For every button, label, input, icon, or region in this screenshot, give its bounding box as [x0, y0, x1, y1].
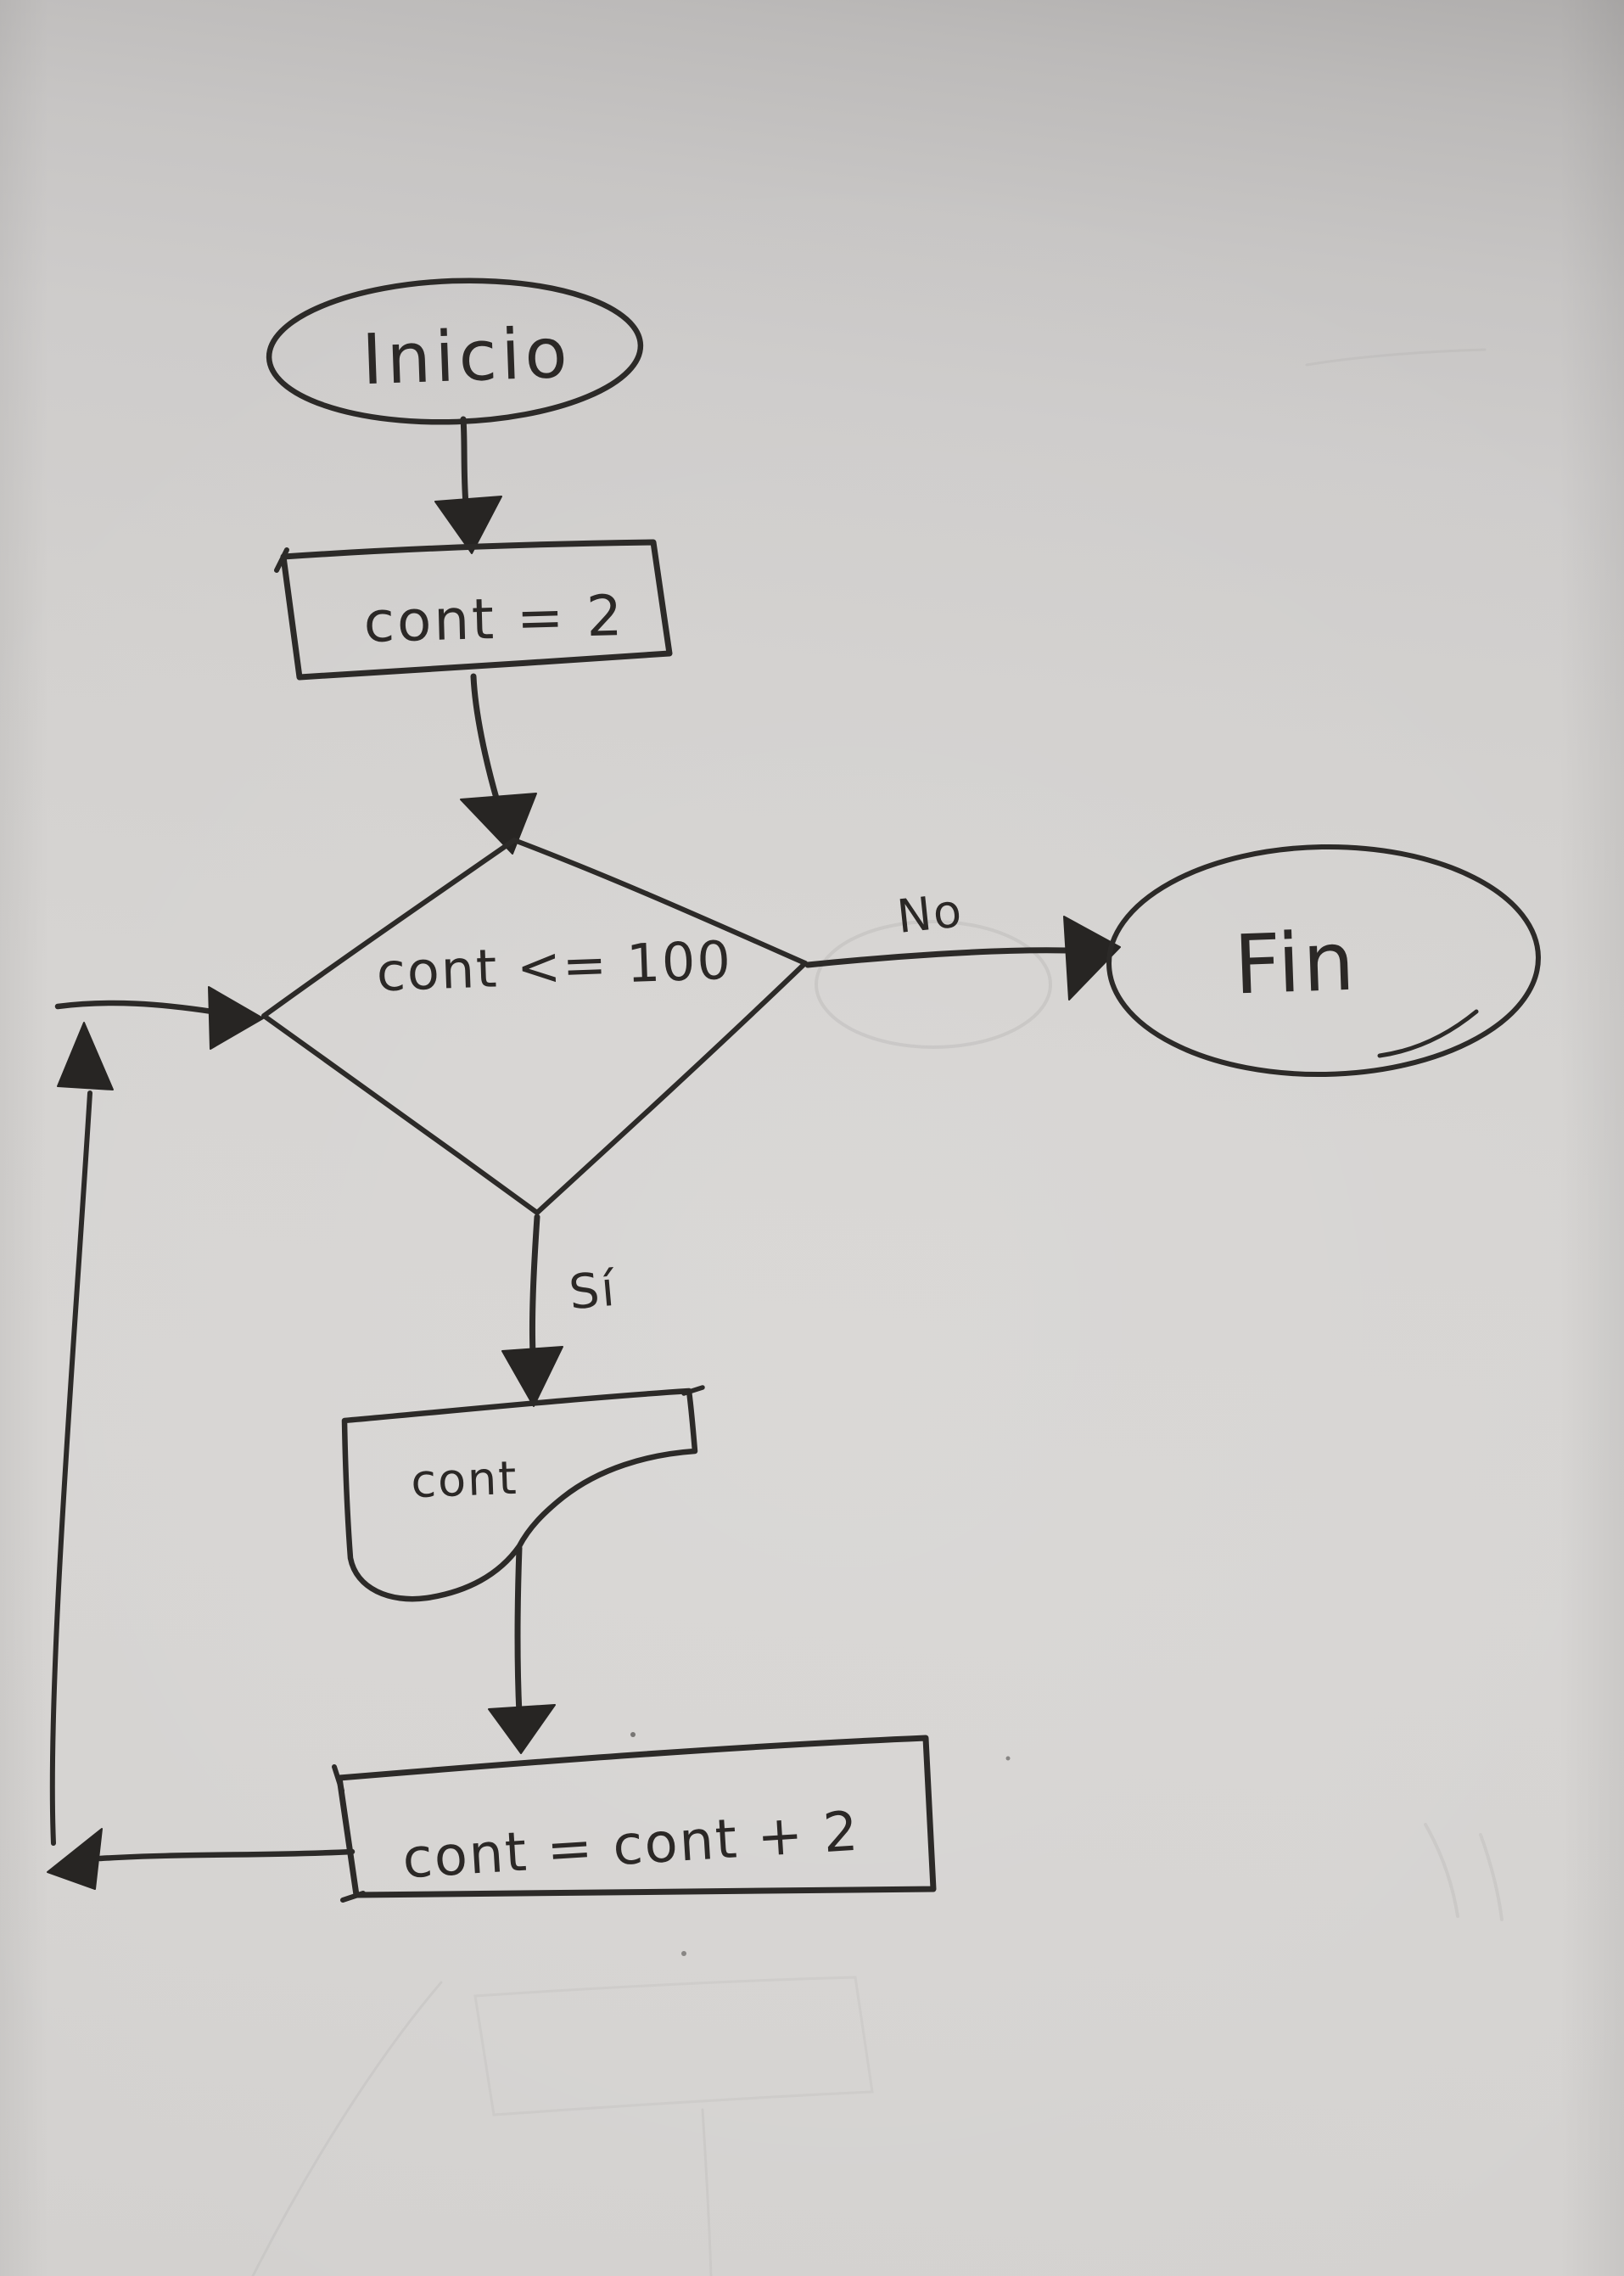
arrowhead-left-loop [47, 1828, 103, 1890]
end-label: Fin [1233, 914, 1359, 1013]
node-end: Fin [1106, 844, 1541, 1078]
edge-label-yes: Sí [567, 1262, 619, 1321]
node-start: Inicio [266, 277, 644, 425]
start-label: Inicio [361, 313, 573, 401]
arrowhead-right-fin [1063, 916, 1121, 1001]
node-init: cont = 2 [274, 539, 673, 681]
arrowhead-down-3 [501, 1346, 563, 1407]
increment-rectangle [336, 1735, 937, 1898]
decision-label: cont <= 100 [375, 929, 733, 1004]
arrowhead-down-1 [434, 496, 502, 554]
arrowhead-up-loop [57, 1022, 114, 1090]
edge-label-no: No [894, 883, 966, 944]
node-output: cont [341, 1385, 705, 1602]
edge-increment-decision-loop [47, 986, 356, 1890]
edge-start-init [434, 416, 502, 554]
decision-diamond [261, 838, 808, 1215]
erased-pencil-marks [251, 348, 1504, 2276]
start-ellipse [266, 277, 644, 425]
node-decision: cont <= 100 [261, 838, 808, 1215]
edge-decision-end-no: No [804, 883, 1121, 1001]
end-ellipse [1106, 844, 1541, 1078]
init-label: cont = 2 [363, 583, 626, 655]
arrowhead-right-loop [208, 986, 264, 1050]
increment-label: cont = cont + 2 [400, 1801, 861, 1892]
edge-init-decision [460, 673, 537, 855]
edge-output-increment [488, 1544, 556, 1754]
edge-decision-output-yes: Sí [501, 1214, 619, 1407]
node-increment: cont = cont + 2 [332, 1735, 937, 1903]
output-label: cont [410, 1451, 518, 1508]
init-rectangle [280, 539, 673, 681]
output-display-shape [341, 1387, 698, 1602]
arrowhead-down-4 [488, 1704, 556, 1754]
